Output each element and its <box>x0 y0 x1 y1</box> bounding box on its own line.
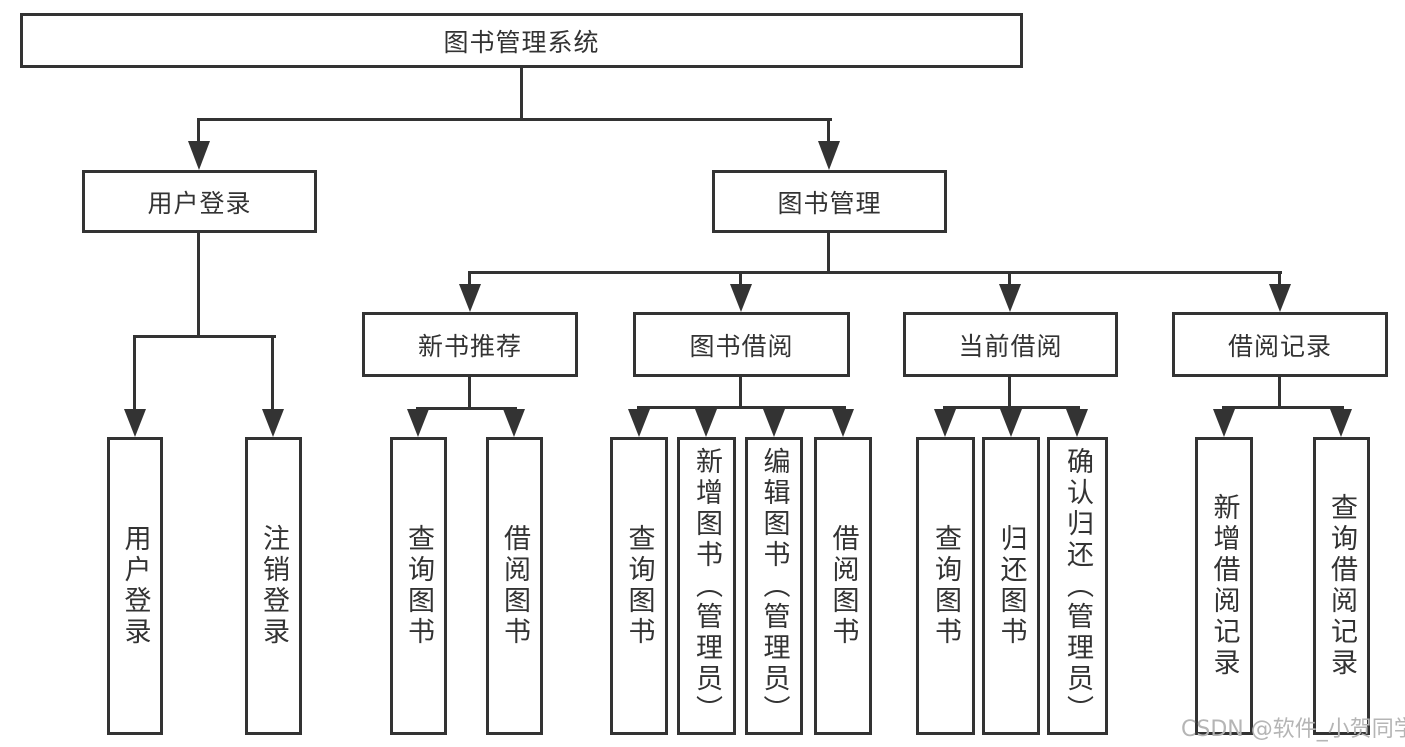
arrowhead-down-borrowing-records <box>1269 284 1291 312</box>
arrowhead-down-edit-books-admin <box>763 409 785 437</box>
leaf-return-books: 归还图书 <box>982 437 1040 735</box>
connector-bar-user-login <box>133 335 276 338</box>
connector-drop-book-management <box>827 118 830 142</box>
leaf-label: 归还图书 <box>995 524 1027 648</box>
arrowhead-down-new-book-recommend <box>459 284 481 312</box>
node-label: 新书推荐 <box>417 331 522 361</box>
arrowhead-down-user-login <box>188 141 210 170</box>
leaf-edit-books-admin: 编辑图书（管理员） <box>745 437 803 735</box>
leaf-label: 借阅图书 <box>499 524 530 648</box>
leaf-logout: 注销登录 <box>245 437 302 735</box>
node-user-login: 用户登录 <box>82 170 317 233</box>
arrowhead-down-query-books-borrowing <box>628 409 650 437</box>
connector-drop-borrowing-records <box>1278 271 1281 287</box>
leaf-label: 查询图书 <box>623 524 655 648</box>
arrowhead-down-return-books <box>1000 409 1022 437</box>
connector-stem-current-borrowing <box>1008 377 1011 406</box>
node-label: 当前借阅 <box>958 331 1063 361</box>
csdn-watermark: CSDN @软件_小贺同学 <box>1181 717 1405 742</box>
connector-stem-new-book-recommend <box>468 377 471 407</box>
node-current-borrowing: 当前借阅 <box>903 312 1118 377</box>
leaf-label: 新增借阅记录 <box>1208 493 1240 679</box>
connector-drop-leaf-user-login <box>133 335 136 410</box>
leaf-label: 查询图书 <box>403 524 434 648</box>
leaf-label: 新增图书（管理员） <box>691 446 722 726</box>
arrowhead-down-add-borrow-record <box>1213 409 1235 437</box>
connector-drop-leaf-logout <box>271 335 274 410</box>
arrowhead-down-book-borrowing <box>730 284 752 312</box>
connector-bar-book-management <box>468 271 1282 274</box>
connector-bar-book-borrowing <box>637 406 846 409</box>
leaf-borrow-books-recommend: 借阅图书 <box>486 437 543 735</box>
arrowhead-down-query-books-recommend <box>407 409 429 437</box>
arrowhead-down-current-borrowing <box>999 284 1021 312</box>
connector-drop-current-borrowing <box>1008 271 1011 287</box>
arrowhead-down-confirm-return-admin <box>1066 409 1088 437</box>
leaf-query-books-recommend: 查询图书 <box>390 437 447 735</box>
leaf-confirm-return-admin: 确认归还（管理员） <box>1047 437 1108 735</box>
arrowhead-down-borrow-books-borrowing <box>832 409 854 437</box>
leaf-label: 查询借阅记录 <box>1326 493 1357 679</box>
node-label: 图书管理 <box>777 188 882 218</box>
leaf-query-books-current: 查询图书 <box>916 437 975 735</box>
connector-bar-new-book-recommend <box>416 407 517 410</box>
node-book-management: 图书管理 <box>712 170 947 233</box>
leaf-add-books-admin: 新增图书（管理员） <box>677 437 736 735</box>
leaf-label: 用户登录 <box>119 524 151 648</box>
leaf-borrow-books-borrowing: 借阅图书 <box>814 437 872 735</box>
arrowhead-down-query-borrow-record <box>1330 409 1352 437</box>
leaf-add-borrow-record: 新增借阅记录 <box>1195 437 1253 735</box>
leaf-user-login: 用户登录 <box>107 437 163 735</box>
node-borrowing-records: 借阅记录 <box>1172 312 1388 377</box>
leaf-label: 注销登录 <box>258 524 289 648</box>
arrowhead-down-leaf-logout <box>262 409 284 437</box>
leaf-label: 确认归还（管理员） <box>1062 446 1093 726</box>
connector-drop-book-borrowing <box>739 271 742 287</box>
connector-stem-user-login <box>197 233 200 335</box>
node-book-borrowing: 图书借阅 <box>633 312 850 377</box>
connector-stem-root <box>520 68 523 118</box>
leaf-label: 借阅图书 <box>827 524 859 648</box>
connector-stem-book-management <box>827 232 830 271</box>
arrowhead-down-query-books-current <box>934 409 956 437</box>
connector-bar-borrowing-records <box>1222 406 1344 409</box>
connector-drop-new-book-recommend <box>468 271 471 287</box>
arrowhead-down-borrow-books-recommend <box>503 409 525 437</box>
node-new-book-recommend: 新书推荐 <box>362 312 578 377</box>
leaf-label: 编辑图书（管理员） <box>758 446 790 726</box>
arrowhead-down-add-books-admin <box>695 409 717 437</box>
node-label: 图书管理系统 <box>443 27 600 57</box>
node-label: 借阅记录 <box>1227 331 1332 361</box>
connector-drop-user-login <box>197 118 200 142</box>
node-library-system: 图书管理系统 <box>20 13 1023 68</box>
node-label: 用户登录 <box>147 188 252 218</box>
leaf-query-books-borrowing: 查询图书 <box>610 437 668 735</box>
leaf-label: 查询图书 <box>930 524 961 648</box>
connector-stem-book-borrowing <box>739 377 742 406</box>
leaf-query-borrow-record: 查询借阅记录 <box>1313 437 1370 735</box>
arrowhead-down-leaf-user-login <box>124 409 146 437</box>
arrowhead-down-book-management <box>818 141 840 170</box>
connector-bar-root <box>197 118 832 121</box>
node-label: 图书借阅 <box>689 331 794 361</box>
connector-stem-borrowing-records <box>1278 377 1281 406</box>
